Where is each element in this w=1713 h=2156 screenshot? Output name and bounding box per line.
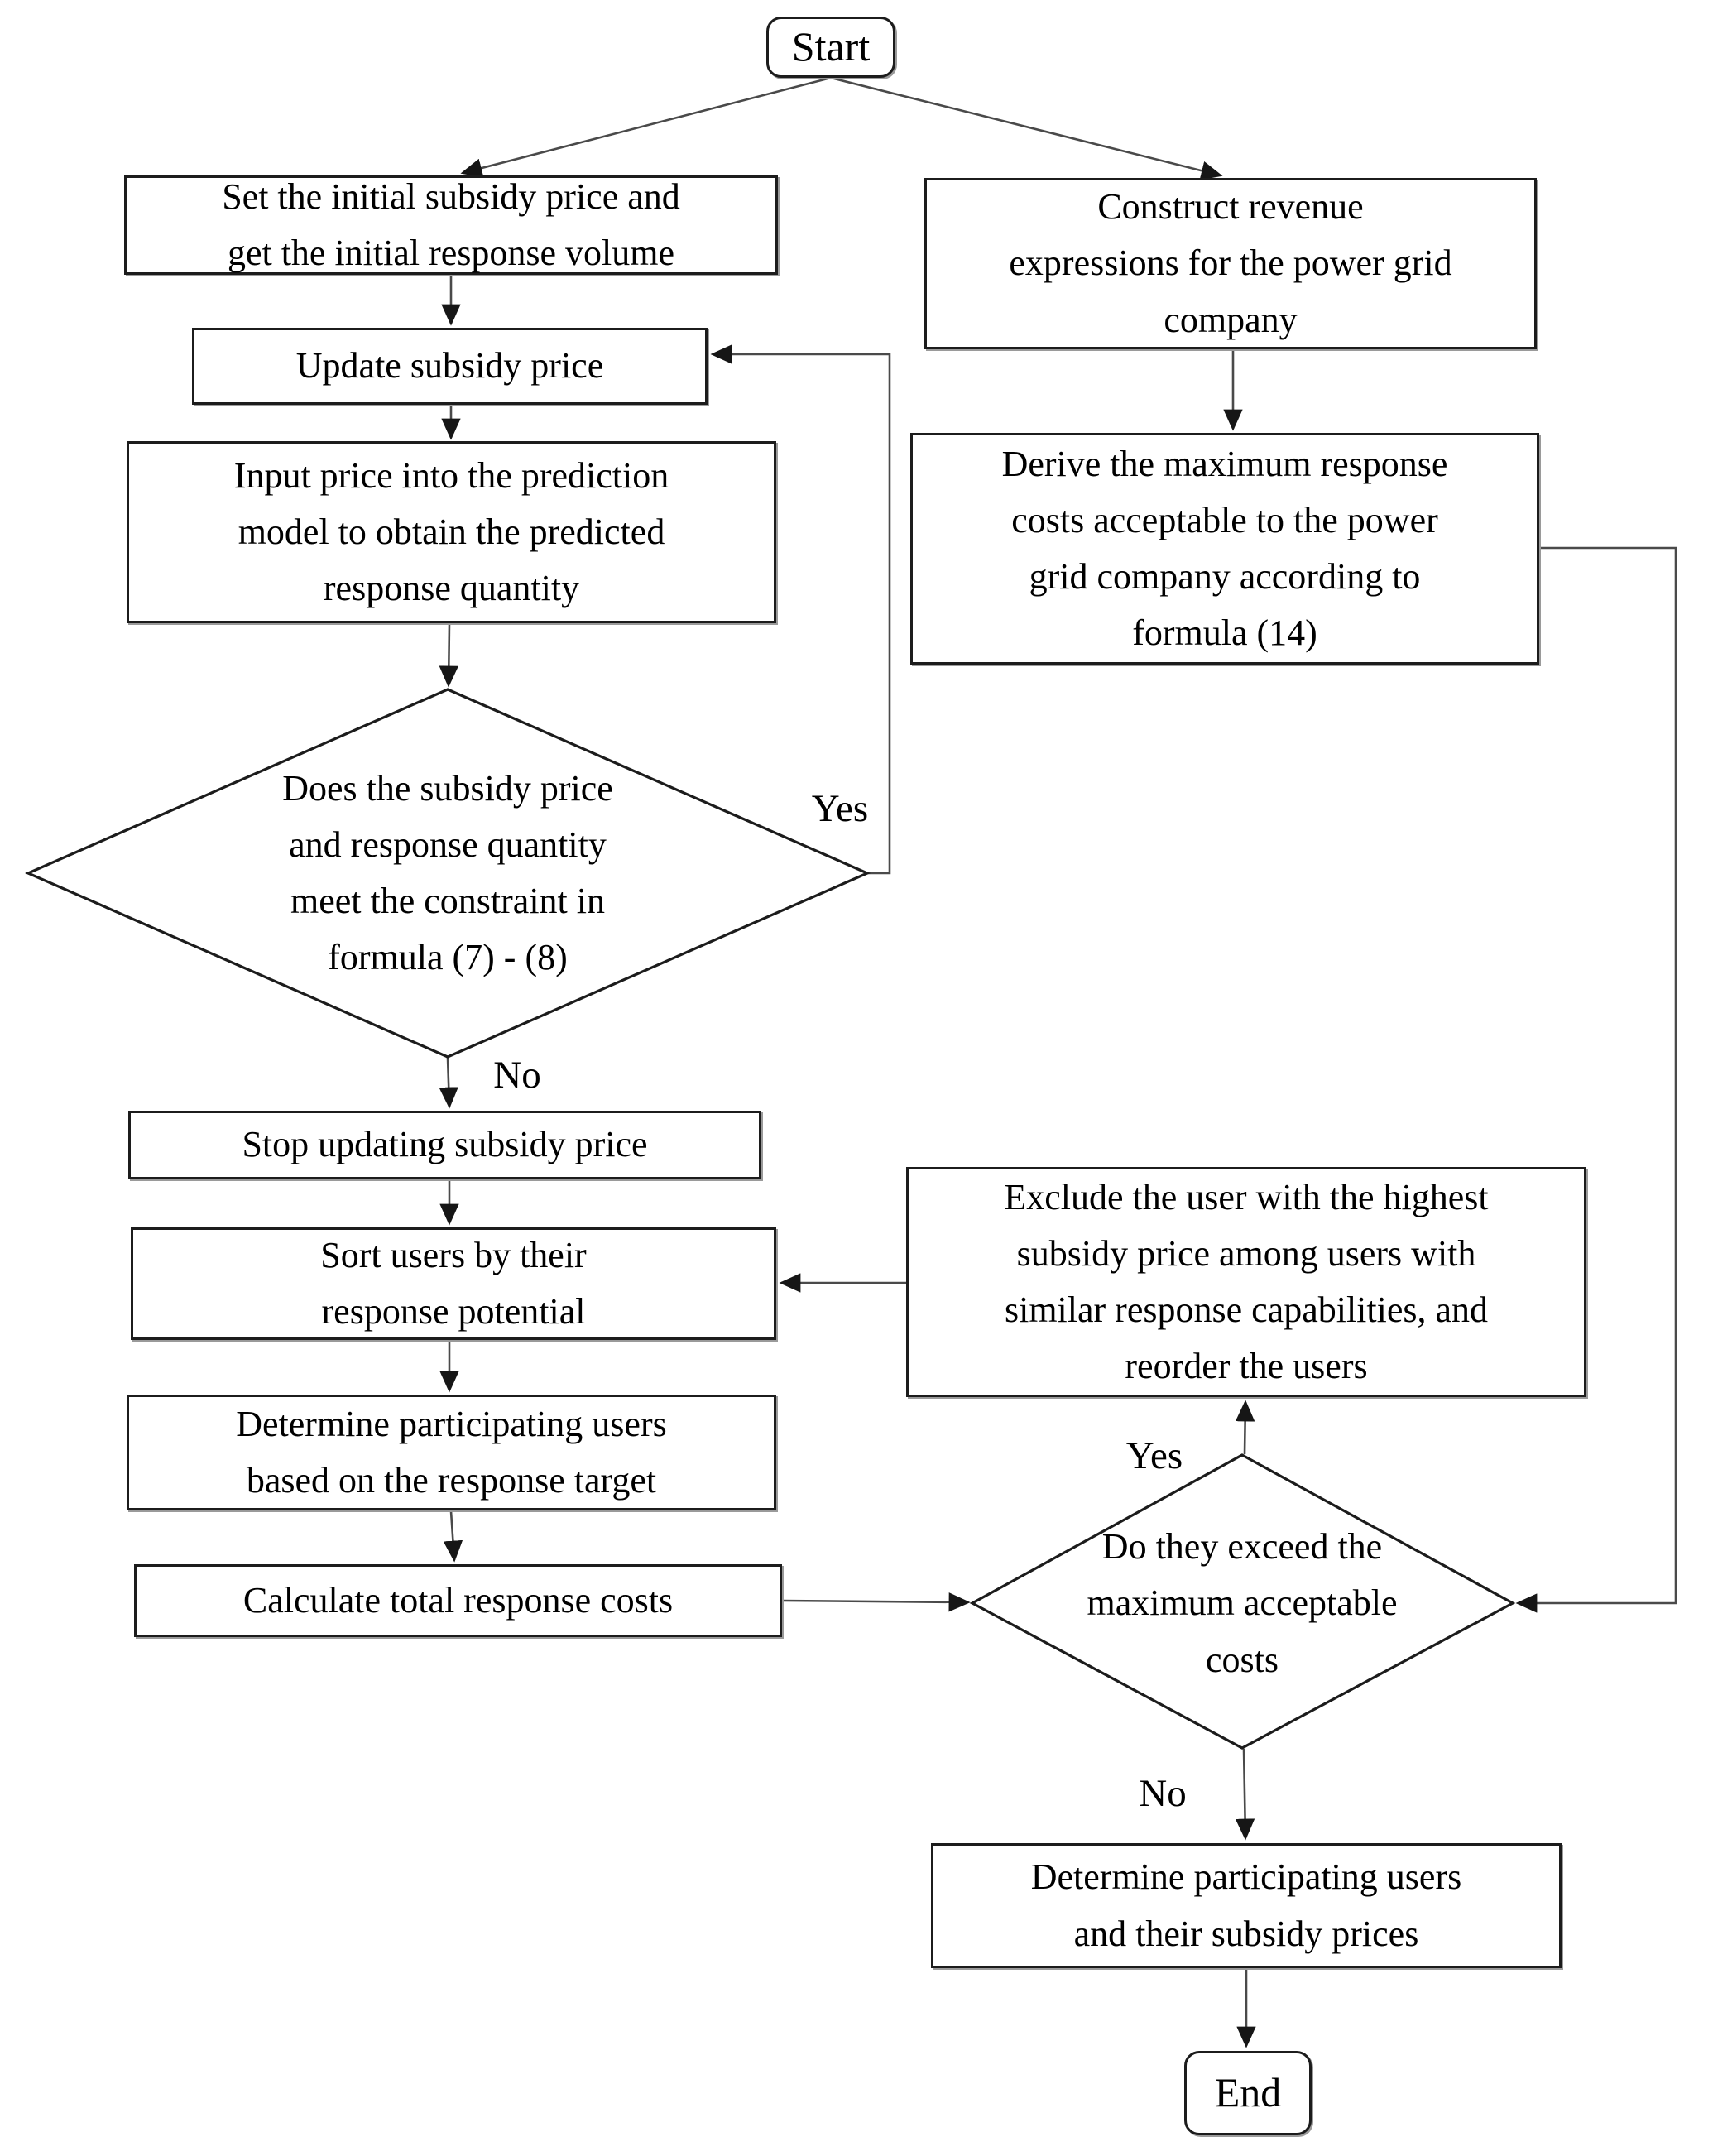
exceed-yes-label: Yes bbox=[1125, 1434, 1183, 1477]
edge-constraint-yes-loop bbox=[710, 344, 891, 875]
sort-users-node: Sort users by their response potential bbox=[131, 1227, 776, 1340]
calc-costs-node: Calculate total response costs bbox=[134, 1564, 782, 1637]
edge-derive-to-exceed-rail bbox=[1515, 546, 1677, 1613]
edge-exceed-no bbox=[1235, 1748, 1255, 1841]
update-price-node: Update subsidy price bbox=[192, 328, 708, 405]
derive-max-node: Derive the maximum response costs accept… bbox=[910, 433, 1539, 665]
edge-determine-to-calc bbox=[443, 1510, 463, 1563]
constraint-yes-label: Yes bbox=[811, 787, 869, 830]
edge-constraint-no bbox=[439, 1057, 458, 1109]
input-price-node: Input price into the prediction model to… bbox=[127, 441, 776, 623]
exceed-decision-shape bbox=[969, 1453, 1516, 1750]
edge-start-to-construct bbox=[830, 76, 1223, 180]
edge-start-to-set-initial bbox=[460, 76, 832, 178]
constraint-no-label: No bbox=[493, 1054, 541, 1097]
exceed-no-label: No bbox=[1139, 1772, 1187, 1815]
start-node: Start bbox=[766, 17, 895, 78]
determine-participating-node: Determine participating users based on t… bbox=[127, 1395, 776, 1510]
construct-revenue-node: Construct revenue expressions for the po… bbox=[924, 178, 1537, 349]
exclude-user-node: Exclude the user with the highest subsid… bbox=[906, 1167, 1586, 1397]
determine-final-node: Determine participating users and their … bbox=[931, 1843, 1562, 1968]
edge-calc-to-exceed bbox=[782, 1592, 971, 1612]
constraint-decision-label: Does the subsidy price and response quan… bbox=[282, 767, 613, 978]
stop-updating-node: Stop updating subsidy price bbox=[128, 1111, 761, 1179]
end-node: End bbox=[1184, 2051, 1312, 2135]
set-initial-node: Set the initial subsidy price and get th… bbox=[124, 175, 778, 275]
constraint-decision-shape bbox=[25, 688, 871, 1059]
exceed-decision-label: Do they exceed the maximum acceptable co… bbox=[1087, 1526, 1398, 1680]
